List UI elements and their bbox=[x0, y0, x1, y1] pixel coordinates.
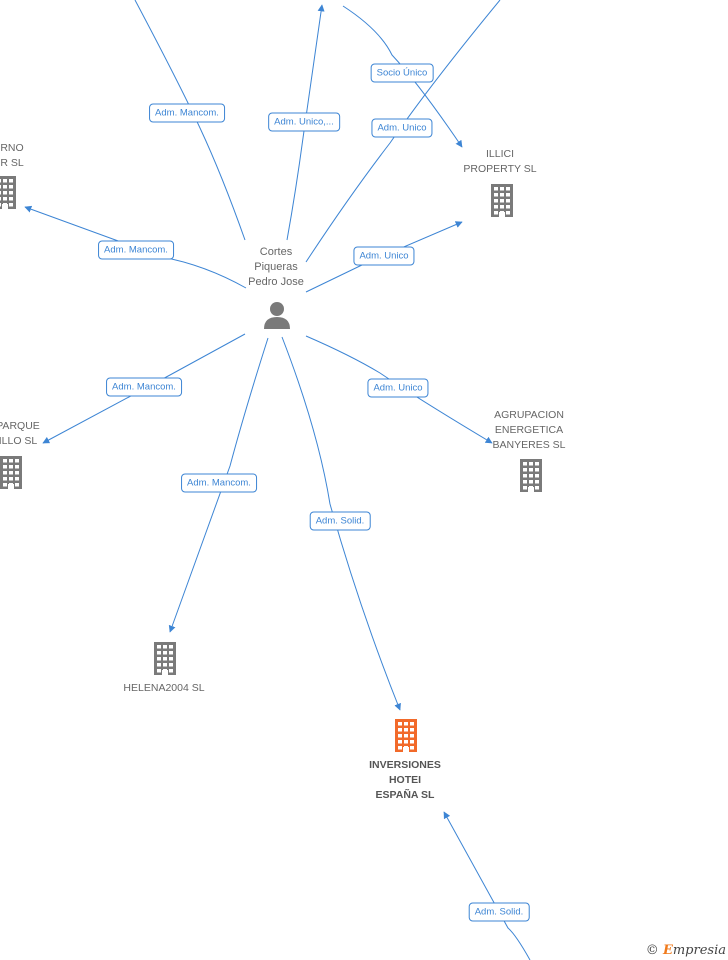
building-icon-inversiones[interactable] bbox=[391, 717, 421, 758]
edge-line-4 bbox=[305, 0, 501, 263]
edge-line-9 bbox=[168, 337, 269, 633]
edge-label-10[interactable]: Adm. Solid. bbox=[309, 511, 371, 531]
brand-initial: E bbox=[662, 943, 673, 958]
company-label-parque[interactable]: PARQUE ILLO SL bbox=[0, 420, 40, 447]
edge-label-2[interactable]: Adm. Unico,... bbox=[268, 112, 340, 132]
company-label-agrupacion[interactable]: AGRUPACION ENERGETICA BANYERES SL bbox=[492, 409, 566, 451]
building-icon-helena[interactable] bbox=[150, 640, 180, 681]
building-icon-agrupacion[interactable] bbox=[516, 457, 546, 498]
person-name[interactable]: Cortes Piqueras Pedro Jose bbox=[248, 246, 304, 288]
edge-line-3 bbox=[342, 5, 463, 148]
copyright-icon: © bbox=[645, 943, 659, 958]
edge-label-4[interactable]: Adm. Unico bbox=[371, 118, 433, 138]
edge-line-8 bbox=[305, 335, 493, 444]
building-icon-parque[interactable] bbox=[0, 454, 26, 495]
edge-label-1[interactable]: Adm. Mancom. bbox=[149, 103, 225, 123]
company-label-illici[interactable]: ILLICI PROPERTY SL bbox=[463, 148, 537, 175]
edge-label-6[interactable]: Adm. Unico bbox=[353, 246, 415, 266]
edge-line-11 bbox=[443, 811, 531, 960]
building-icon-rno[interactable] bbox=[0, 174, 20, 215]
edge-label-7[interactable]: Adm. Mancom. bbox=[106, 377, 182, 397]
edge-line-2 bbox=[286, 4, 325, 241]
brand-name: mpresia bbox=[672, 943, 726, 958]
company-label-rno[interactable]: RNO R SL bbox=[0, 142, 24, 169]
edge-line-10 bbox=[281, 336, 401, 711]
company-label-inversiones[interactable]: INVERSIONES HOTEI ESPAÑA SL bbox=[369, 759, 441, 801]
edge-label-11[interactable]: Adm. Solid. bbox=[468, 902, 530, 922]
edge-label-3[interactable]: Socio Único bbox=[370, 63, 434, 83]
person-icon[interactable] bbox=[262, 300, 292, 330]
building-icon-illici[interactable] bbox=[487, 182, 517, 223]
edge-line-1 bbox=[134, 0, 246, 241]
watermark: © Empresia bbox=[646, 943, 726, 958]
company-label-helena[interactable]: HELENA2004 SL bbox=[123, 682, 205, 694]
edge-label-8[interactable]: Adm. Unico bbox=[367, 378, 429, 398]
edge-label-5[interactable]: Adm. Mancom. bbox=[98, 240, 174, 260]
edge-line-7 bbox=[42, 333, 246, 444]
edge-label-9[interactable]: Adm. Mancom. bbox=[181, 473, 257, 493]
